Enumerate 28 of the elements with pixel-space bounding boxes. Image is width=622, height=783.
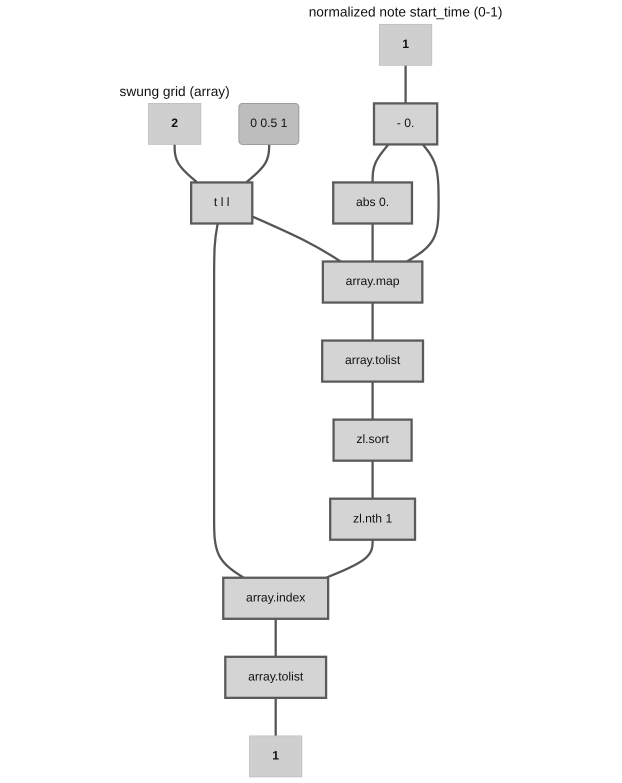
connector [252, 215, 342, 262]
connector [371, 460, 374, 499]
connector [371, 302, 374, 341]
inlet-caption: normalized note start_time (0-1) [308, 4, 502, 20]
node-box: array.tolist [321, 339, 424, 383]
node-box: array.tolist [224, 656, 328, 699]
connector [404, 65, 407, 104]
connector [326, 540, 374, 579]
node-box: - 0. [372, 102, 438, 146]
connector [274, 618, 277, 657]
node-box: 1 [249, 736, 302, 778]
node-box: zl.sort [332, 418, 413, 462]
inlet-caption: swung grid (array) [120, 84, 230, 99]
connector [173, 144, 198, 184]
connector [371, 382, 374, 420]
connector [371, 224, 374, 262]
node-box: array.index [222, 576, 330, 620]
connector [274, 698, 277, 736]
node-box: t l l [190, 181, 254, 225]
connector [371, 144, 390, 182]
node-box: zl.nth 1 [329, 498, 416, 541]
connector [406, 144, 440, 262]
node-box: 2 [148, 103, 202, 145]
node-box: array.map [322, 260, 424, 304]
node-box: abs 0. [332, 181, 414, 225]
connector [212, 223, 244, 579]
node-box: 1 [379, 24, 432, 66]
connector [245, 144, 270, 184]
